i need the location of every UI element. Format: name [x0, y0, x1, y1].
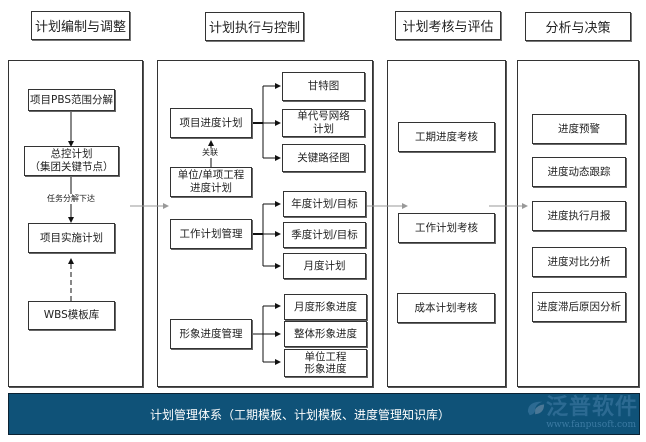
box-master-plan-line1: 总控计划: [50, 148, 93, 160]
box-pbs-scope: 项目PBS范围分解: [28, 89, 115, 111]
box-implementation-plan: 项目实施计划: [28, 223, 115, 253]
box-network-plan: 单代号网络 计划: [282, 109, 365, 137]
box-quarterly-plan: 季度计划/目标: [283, 222, 366, 248]
box-pbs-scope-label: 项目PBS范围分解: [29, 93, 113, 106]
box-unit-image-progress-line2: 形象进度: [304, 363, 347, 375]
box-monthly-report-label: 进度执行月报: [547, 209, 611, 222]
box-schedule-assessment: 工期进度考核: [398, 122, 495, 152]
watermark: 泛普软件 www.fanpusoft.com: [518, 395, 638, 433]
box-comparison-analysis-label: 进度对比分析: [547, 255, 611, 268]
box-work-plan-label: 工作计划管理: [179, 227, 243, 240]
box-critical-path-label: 关键路径图: [297, 151, 350, 164]
box-project-schedule-label: 项目进度计划: [179, 116, 243, 129]
box-image-progress: 形象进度管理: [170, 319, 252, 349]
box-gantt-chart: 甘特图: [282, 72, 365, 101]
box-annual-plan-label: 年度计划/目标: [291, 197, 358, 210]
label-relation-text: 关联: [202, 148, 218, 157]
box-overall-image-progress: 整体形象进度: [284, 321, 367, 347]
footer-text-region: 计划管理体系（工期模板、计划模板、进度管理知识库）: [100, 393, 500, 435]
box-cost-assessment: 成本计划考核: [397, 293, 495, 323]
box-cost-assessment-label: 成本计划考核: [414, 301, 478, 314]
box-progress-warning-label: 进度预警: [558, 122, 600, 135]
footer-text: 计划管理体系（工期模板、计划模板、进度管理知识库）: [149, 407, 450, 422]
box-critical-path: 关键路径图: [282, 144, 365, 172]
box-monthly-image-progress-label: 月度形象进度: [294, 300, 357, 313]
box-progress-tracking-label: 进度动态跟踪: [547, 165, 611, 178]
header-assessment-label: 计划考核与评估: [402, 20, 494, 35]
watermark-url: www.fanpusoft.com: [546, 420, 636, 430]
box-quarterly-plan-label: 季度计划/目标: [291, 228, 358, 241]
box-network-plan-line2: 计划: [313, 123, 334, 135]
header-planning-label: 计划编制与调整: [34, 20, 126, 35]
box-workplan-assessment-label: 工作计划考核: [415, 221, 478, 234]
box-image-progress-label: 形象进度管理: [179, 327, 243, 340]
watermark-name: 泛普软件: [545, 394, 638, 420]
box-monthly-plan-label: 月度计划: [303, 259, 346, 272]
box-work-plan: 工作计划管理: [170, 219, 252, 249]
box-workplan-assessment: 工作计划考核: [398, 213, 495, 243]
header-analysis: 分析与决策: [525, 12, 631, 41]
box-delay-cause-analysis-label: 进度滞后原因分析: [537, 300, 621, 313]
box-unit-schedule-line1: 单位/单项工程: [177, 169, 245, 181]
label-task-decomposition-text: 任务分解下达: [47, 194, 95, 203]
header-execution-label: 计划执行与控制: [208, 21, 300, 36]
box-unit-image-progress: 单位工程 形象进度: [284, 349, 367, 377]
label-task-decomposition: 任务分解下达: [45, 194, 97, 204]
box-monthly-report: 进度执行月报: [532, 201, 626, 231]
box-monthly-image-progress: 月度形象进度: [284, 294, 367, 320]
box-wbs-library: WBS模板库: [28, 301, 115, 330]
box-progress-tracking: 进度动态跟踪: [532, 157, 626, 187]
label-relation: 关联: [202, 148, 218, 158]
footer-knowledge-base-bar: [8, 393, 640, 435]
box-unit-schedule-line2: 进度计划: [190, 182, 232, 194]
box-gantt-chart-label: 甘特图: [307, 80, 340, 92]
box-monthly-plan: 月度计划: [283, 253, 366, 279]
box-progress-warning: 进度预警: [532, 114, 626, 144]
box-implementation-plan-label: 项目实施计划: [40, 231, 103, 244]
header-planning: 计划编制与调整: [31, 11, 130, 40]
watermark-logo-icon: [527, 401, 545, 415]
box-wbs-library-label: WBS模板库: [43, 309, 100, 321]
box-master-plan: 总控计划 （集团关键节点）: [24, 146, 119, 176]
box-delay-cause-analysis: 进度滞后原因分析: [532, 292, 626, 322]
box-annual-plan: 年度计划/目标: [283, 191, 366, 217]
header-execution: 计划执行与控制: [205, 12, 304, 41]
box-unit-image-progress-line1: 单位工程: [304, 351, 347, 363]
header-assessment: 计划考核与评估: [395, 11, 501, 40]
box-unit-schedule: 单位/单项工程 进度计划: [170, 167, 252, 197]
box-comparison-analysis: 进度对比分析: [532, 247, 626, 277]
header-analysis-label: 分析与决策: [545, 21, 611, 36]
box-schedule-assessment-label: 工期进度考核: [415, 130, 478, 143]
box-overall-image-progress-label: 整体形象进度: [294, 327, 357, 340]
box-master-plan-line2: （集团关键节点）: [29, 161, 114, 173]
box-project-schedule: 项目进度计划: [170, 108, 252, 138]
box-network-plan-line1: 单代号网络: [297, 110, 350, 122]
